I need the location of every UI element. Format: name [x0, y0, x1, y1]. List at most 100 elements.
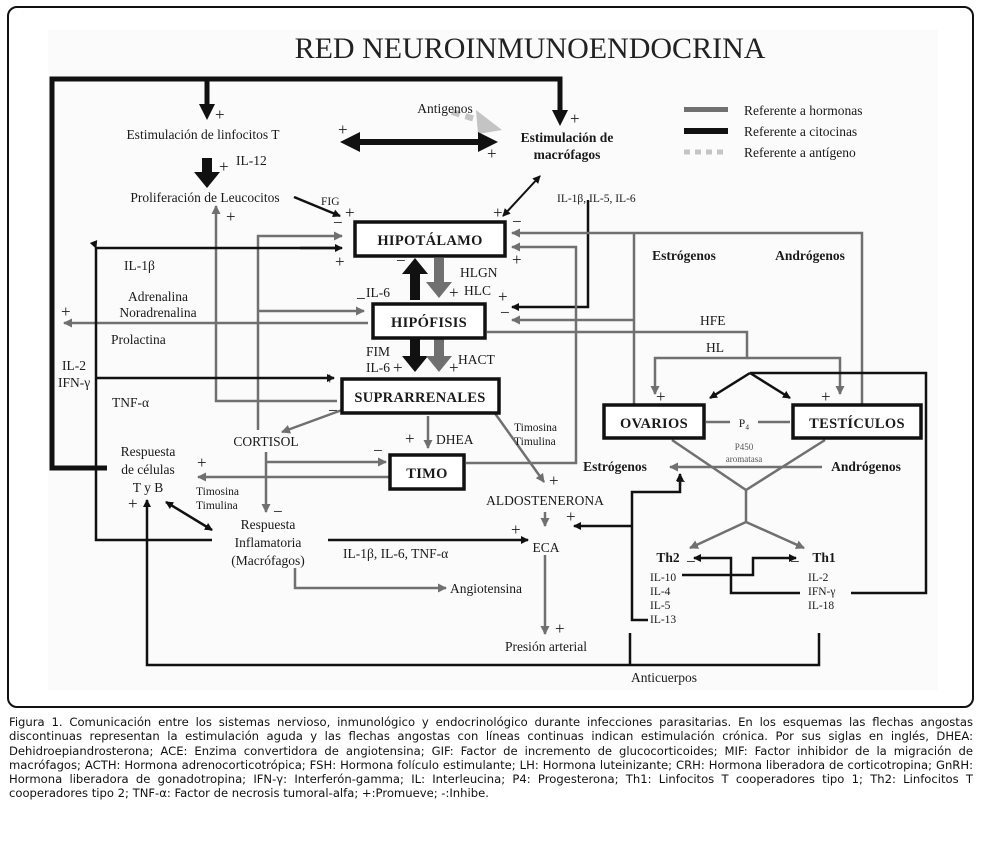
- minus-sign: −: [373, 441, 383, 460]
- proliferacion-label: Proliferación de Leucocitos: [130, 190, 279, 205]
- arrow-to-macrofagos: [552, 110, 568, 126]
- plus-sign: +: [487, 144, 497, 163]
- il10-th1-arrow: [682, 554, 797, 577]
- organ-ovarios[interactable]: OVARIOS: [602, 403, 706, 440]
- minus-sign: −: [500, 303, 510, 322]
- il6-label-a: IL-6: [366, 285, 390, 300]
- to-th2-arrow: [689, 520, 747, 550]
- fim-label: FIM: [366, 344, 390, 359]
- plus-sign: +: [549, 471, 559, 490]
- hipofisis-label: HIPÓFISIS: [391, 314, 467, 331]
- minus-sign: −: [396, 251, 406, 270]
- neuroimmunoendocrine-diagram: RED NEUROINMUNOENDOCRINA: [49, 32, 928, 685]
- th2-label: Th2: [656, 550, 680, 565]
- eca-label: ECA: [533, 540, 560, 555]
- prolactina-label: Prolactina: [111, 332, 166, 347]
- suprarrenales-cortisol-arrow: [281, 408, 343, 434]
- organ-hipotalamo[interactable]: HIPOTÁLAMO: [353, 220, 507, 258]
- timo-label: TIMO: [406, 466, 447, 482]
- plus-sign: +: [821, 387, 831, 406]
- angiotensina-label: Angiotensina: [450, 581, 522, 596]
- hl-line: [747, 356, 845, 395]
- estrogenos-top-label: Estrógenos: [652, 248, 716, 263]
- presion-arterial-label: Presión arterial: [505, 639, 587, 654]
- anticuerpos-label: Anticuerpos: [631, 670, 697, 685]
- p4-label: P₄: [739, 418, 749, 430]
- il13-estrogenos-arrow: [630, 473, 684, 622]
- th1-cytokine: IL-18: [808, 600, 834, 612]
- organ-suprarrenales[interactable]: SUPRARRENALES: [340, 377, 501, 415]
- minus-sign: −: [328, 401, 338, 420]
- organ-testiculos[interactable]: TESTÍCULOS: [791, 403, 923, 440]
- minus-sign: −: [273, 502, 283, 521]
- suprarrenales-proliferacion-line: [211, 205, 337, 403]
- hipofisis-hipotalamo-arrows: [402, 258, 452, 372]
- plus-sign: +: [449, 358, 459, 377]
- respuesta-tb-inflamatoria-arrow: [165, 500, 213, 532]
- minus-sign: −: [333, 213, 343, 232]
- arrow-to-linfocitos: [199, 104, 215, 120]
- to-ovarios-arrow: [709, 371, 751, 400]
- il2-label: IL-2: [62, 358, 86, 373]
- plus-sign: +: [405, 429, 415, 448]
- cortisol-hipotalamo-line: [256, 231, 343, 430]
- androgenos-hipotalamo-line: [511, 228, 864, 404]
- timosina-label-b: Timosina: [196, 486, 239, 498]
- respuesta-inflamatoria-label-3: (Macrófagos): [231, 553, 304, 568]
- timosina-label-a: Timosina: [514, 422, 557, 434]
- plus-sign: +: [197, 453, 207, 472]
- il12-arrow: [194, 158, 220, 188]
- angiotensina-arrow: [293, 568, 447, 593]
- hipotalamo-label: HIPOTÁLAMO: [377, 232, 482, 249]
- estimulacion-macrofagos-label-1: Estimulación de: [521, 130, 614, 145]
- respuesta-inflamatoria-label-2: Inflamatoria: [235, 535, 302, 550]
- tnfa-label: TNF-α: [112, 395, 149, 410]
- fig-label: FIG: [321, 196, 340, 208]
- legend: Referente a hormonas Referente a citocin…: [684, 103, 862, 160]
- plus-sign: +: [676, 472, 686, 491]
- androgenos-top-label: Andrógenos: [775, 248, 845, 263]
- p450-label-2: aromatasa: [726, 454, 762, 464]
- estrogenos-mid-label: Estrógenos: [583, 459, 647, 474]
- anticuerpos-line: [143, 499, 821, 667]
- plus-sign: +: [215, 105, 225, 124]
- ifng-label: IFN-γ: [58, 375, 90, 390]
- minus-sign: −: [512, 212, 522, 231]
- il6-label-b: IL-6: [366, 360, 390, 375]
- plus-sign: +: [656, 387, 666, 406]
- il1b-il5-il6-line: [511, 200, 590, 311]
- estimulacion-linfocitos-label: Estimulación de linfocitos T: [126, 127, 280, 142]
- il1b-il6-tnfa-label: IL-1β, IL-6, TNF-α: [343, 546, 448, 561]
- outer-cytokine-loop: [49, 76, 563, 471]
- plus-sign: +: [570, 109, 580, 128]
- minus-sign: −: [356, 289, 366, 308]
- plus-sign: +: [393, 358, 403, 377]
- minus-sign: −: [686, 552, 696, 571]
- androgenos-mid-label: Andrógenos: [831, 459, 901, 474]
- plus-sign: +: [335, 252, 345, 271]
- th2-cytokine: IL-10: [650, 572, 676, 584]
- organ-timo[interactable]: TIMO: [388, 453, 466, 491]
- to-th1-arrow: [745, 520, 805, 550]
- dhea-label: DHEA: [436, 432, 474, 447]
- plus-sign: +: [338, 120, 348, 139]
- respuesta-tb-label-3: T y B: [133, 480, 164, 495]
- plus-sign: +: [345, 203, 355, 222]
- plus-sign: +: [512, 250, 522, 269]
- il1b-label: IL-1β: [124, 258, 155, 273]
- hlgn-label: HLGN: [460, 265, 498, 280]
- plus-sign: +: [325, 369, 335, 388]
- hl-label: HL: [706, 340, 724, 355]
- th1-cytokine: IFN-γ: [808, 586, 835, 598]
- th1-cytokine: IL-2: [808, 572, 829, 584]
- minus-sign: −: [790, 552, 800, 571]
- organ-hipofisis[interactable]: HIPÓFISIS: [371, 302, 487, 340]
- macrofagos-hipotalamo-arrow: [502, 175, 541, 217]
- legend-swatch-citocinas: [684, 128, 728, 134]
- ifng-th2-arrow: [693, 554, 800, 595]
- plus-sign: +: [493, 203, 503, 222]
- ovarios-label: OVARIOS: [620, 416, 688, 432]
- suprarrenales-aldosterona-arrow: [492, 411, 546, 483]
- p450-label-1: P450: [735, 442, 754, 452]
- adrenalina-label: Adrenalina: [128, 289, 188, 304]
